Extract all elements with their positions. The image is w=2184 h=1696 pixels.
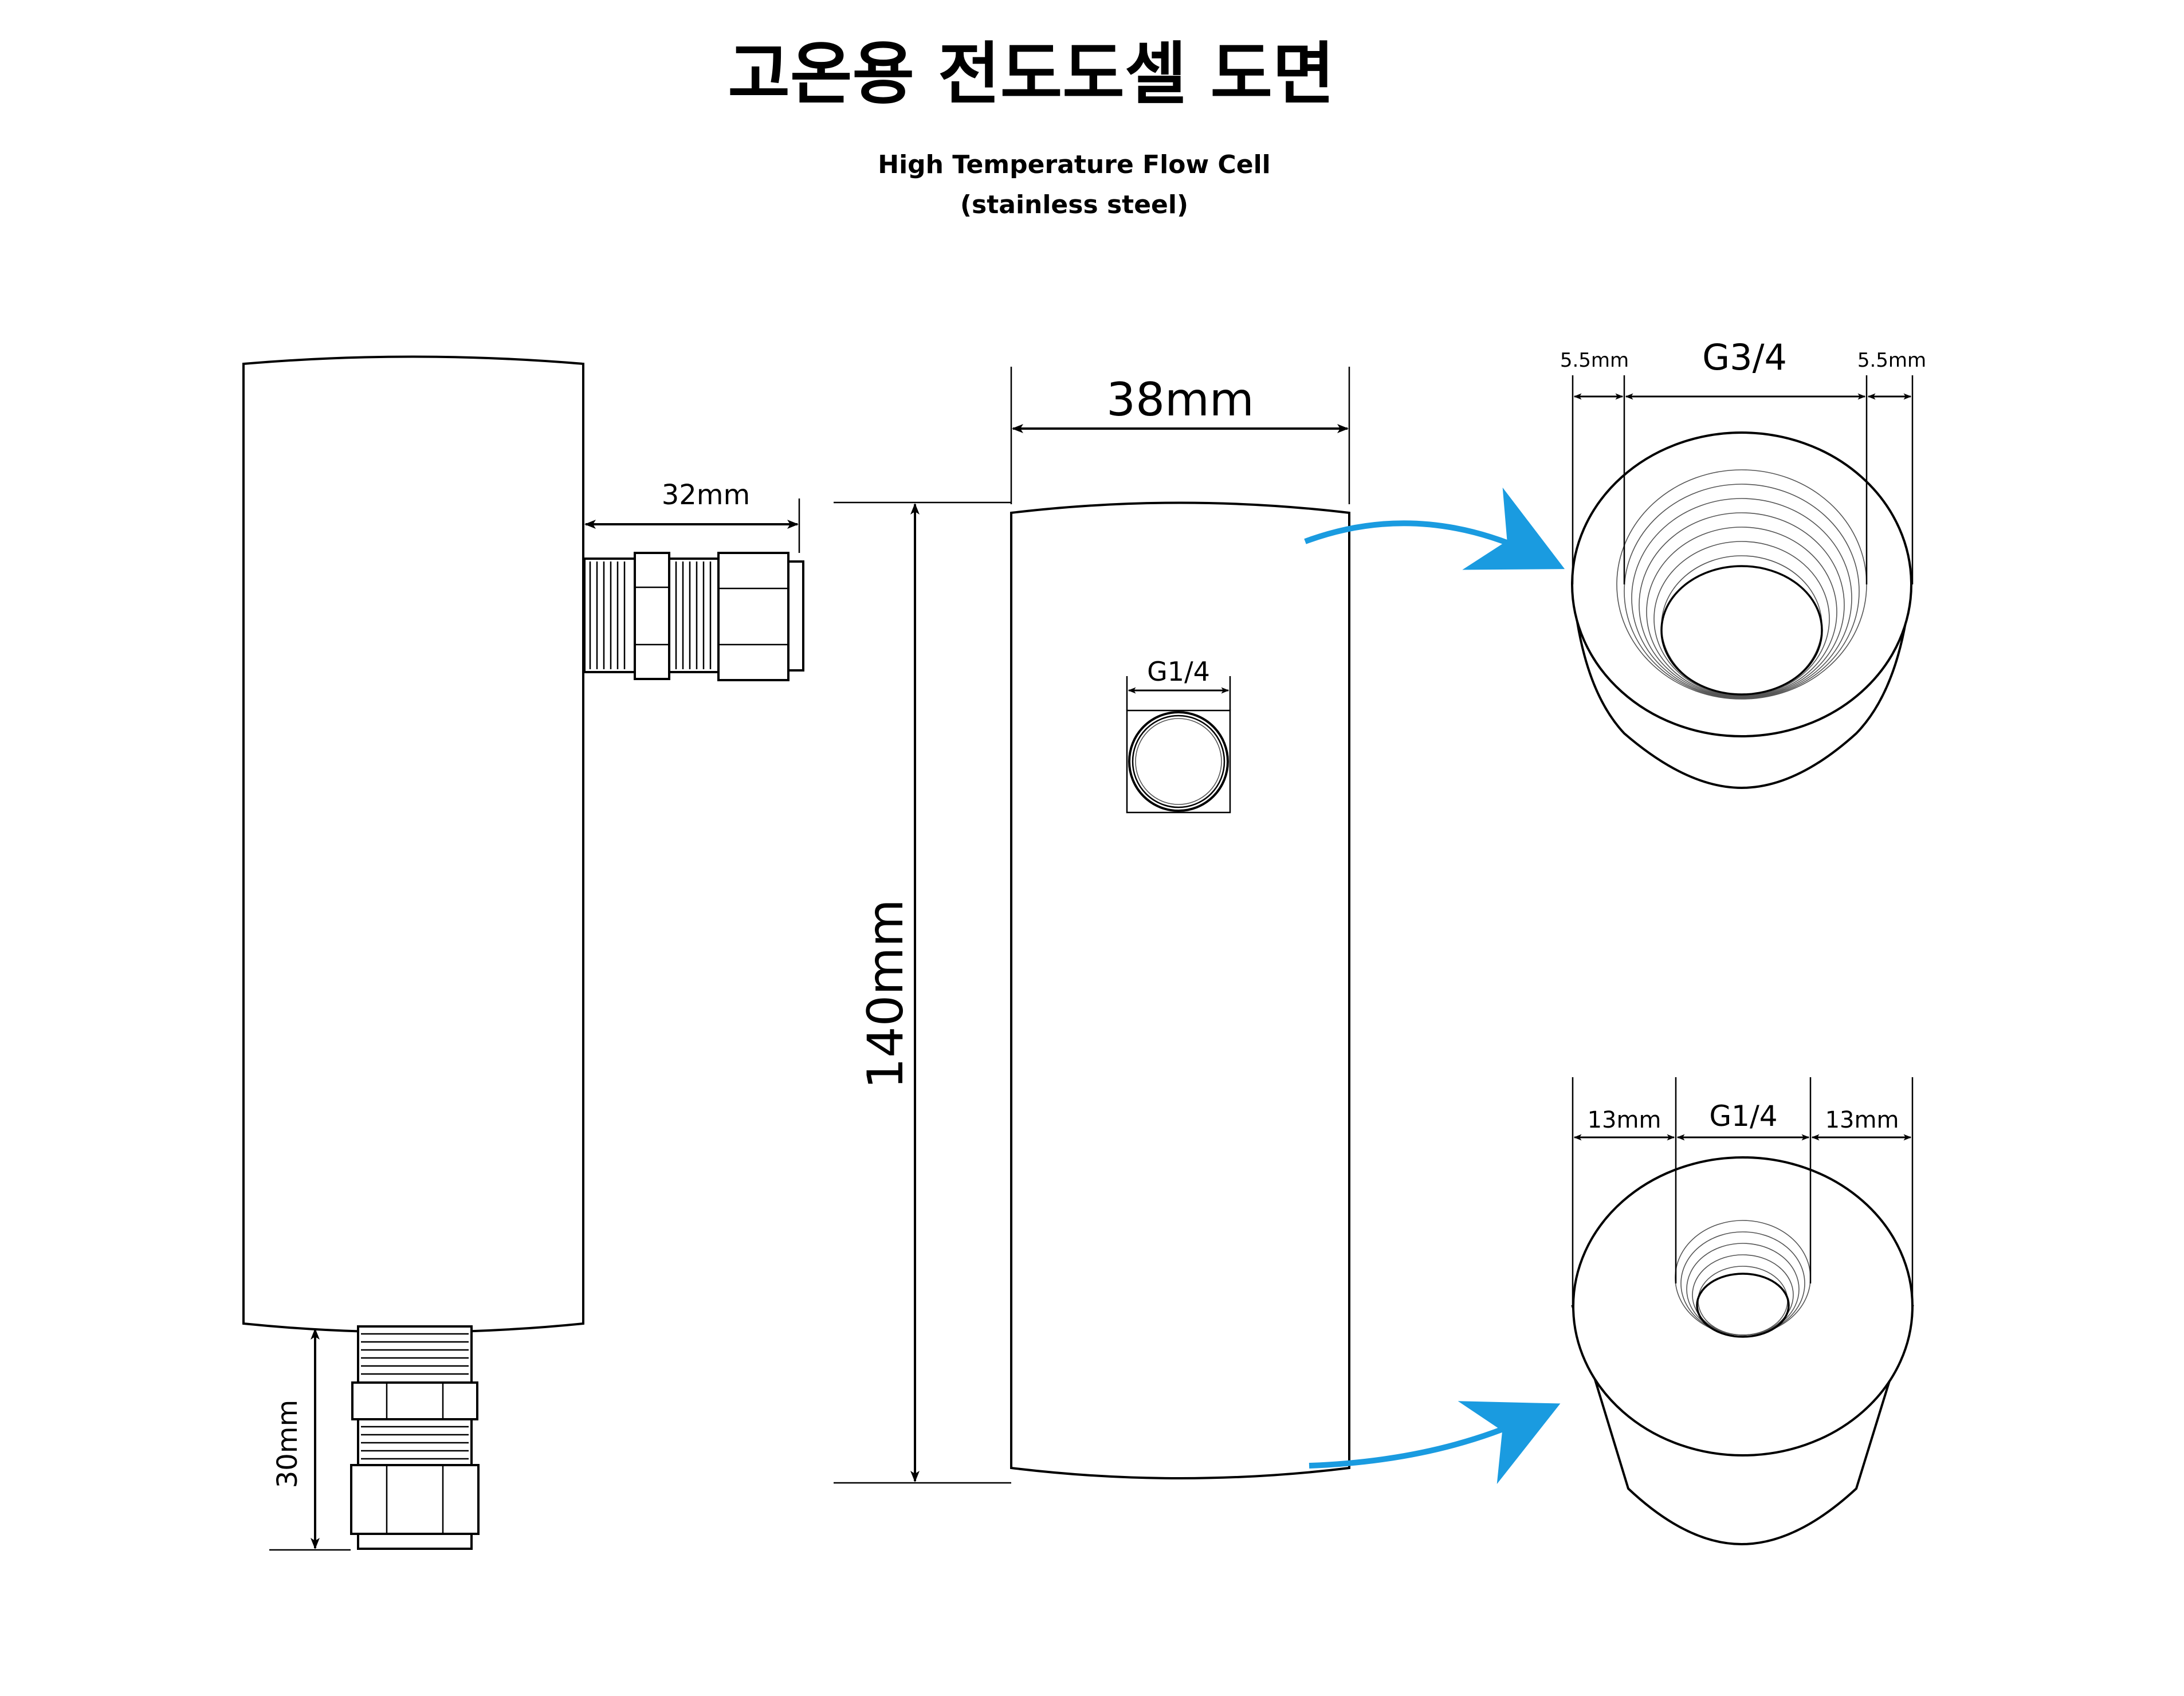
cell-body-front — [1010, 501, 1350, 1479]
side-port-thread-label: G1/4 — [1147, 656, 1210, 687]
body-width-label: 38mm — [1106, 373, 1254, 426]
side-view: 32mm 30mm — [242, 355, 804, 1551]
dim-side-fitting: 32mm — [584, 479, 800, 553]
side-port: G1/4 — [1126, 656, 1231, 814]
callout-arrow-top — [1304, 487, 1565, 570]
page-subtitle: High Temperature Flow Cell — [878, 150, 1270, 179]
side-fitting — [583, 552, 804, 681]
dim-body-width: 38mm — [1010, 367, 1350, 504]
body-height-label: 140mm — [857, 899, 914, 1089]
bottom-thread-label: G1/4 — [1709, 1100, 1777, 1133]
bottom-port-view: 13mm G1/4 13mm — [1571, 1077, 1914, 1546]
page-title: 고온용 전도도셀 도면 — [728, 34, 1334, 113]
top-thread-label: G3/4 — [1702, 336, 1787, 378]
cell-body-side — [242, 355, 584, 1333]
bottom-fitting — [350, 1325, 480, 1550]
page-subtitle-material: (stainless steel) — [960, 190, 1188, 219]
dim-body-height: 140mm — [834, 501, 1011, 1484]
bottom-right-wall-label: 13mm — [1825, 1107, 1899, 1133]
bottom-fitting-length-label: 30mm — [272, 1400, 304, 1489]
side-fitting-length-label: 32mm — [662, 479, 751, 511]
top-left-wall-label: 5.5mm — [1560, 349, 1629, 372]
dim-bottom-fitting: 30mm — [269, 1328, 351, 1551]
top-port-view: 5.5mm G3/4 5.5mm — [1560, 336, 1926, 790]
top-right-wall-label: 5.5mm — [1857, 349, 1926, 372]
front-view: G1/4 38mm 140mm — [834, 367, 1350, 1484]
bottom-left-wall-label: 13mm — [1588, 1107, 1661, 1133]
callout-arrow-bottom — [1309, 1401, 1561, 1485]
